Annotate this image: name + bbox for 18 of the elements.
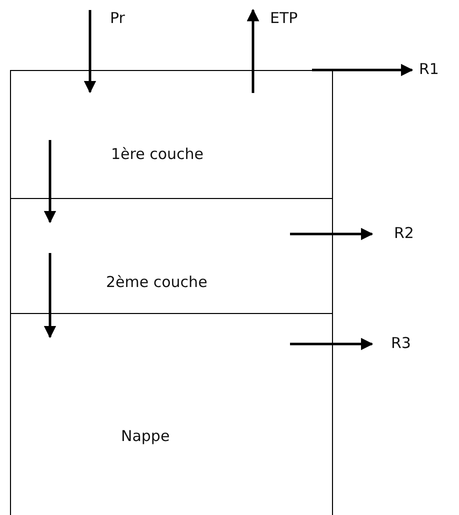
- flux-label: R1: [419, 60, 439, 78]
- arrow: [44, 253, 56, 338]
- arrow: [246, 8, 260, 93]
- arrow: [290, 228, 374, 240]
- layer-label: 2ème couche: [106, 273, 208, 291]
- flux-label: Pr: [110, 9, 125, 27]
- soil-layer: [10, 198, 333, 314]
- layer-label: 1ère couche: [111, 145, 204, 163]
- soil-layer: [10, 313, 333, 515]
- layer-label: Nappe: [121, 427, 170, 445]
- arrow: [44, 140, 56, 224]
- soil-layer: [10, 70, 333, 199]
- flux-label: R2: [394, 224, 414, 242]
- arrow: [290, 338, 374, 350]
- arrow: [312, 64, 414, 76]
- arrow: [84, 10, 96, 94]
- flux-label: R3: [391, 334, 411, 352]
- flux-label: ETP: [270, 9, 298, 27]
